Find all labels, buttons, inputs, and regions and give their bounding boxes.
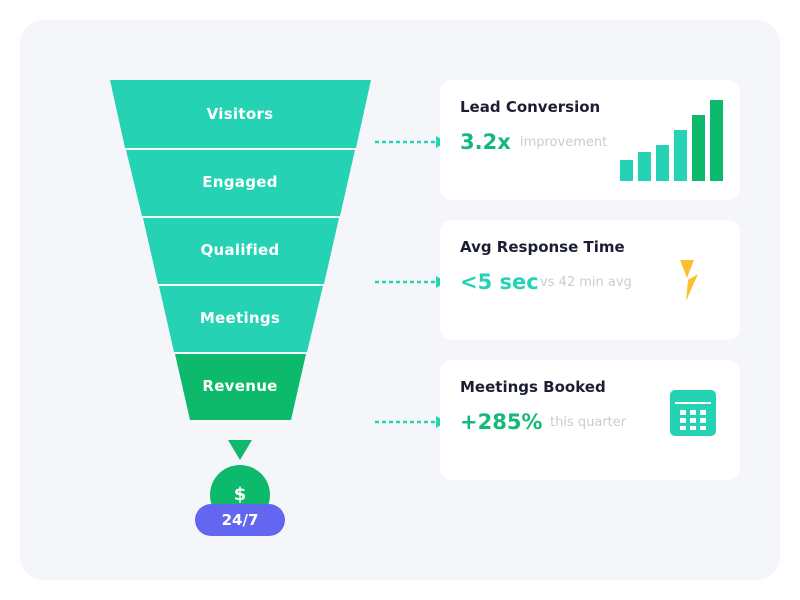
funnel-stage-visitors xyxy=(110,80,371,148)
connector-lead-conversion xyxy=(375,136,446,148)
card-response-time: Avg Response Time <5 sec vs 42 min avg xyxy=(440,220,740,340)
bar-chart-icon xyxy=(620,100,723,181)
funnel-stage-meetings xyxy=(159,286,323,352)
card-meetings-booked: Meetings Booked +285% this quarter xyxy=(440,360,740,480)
card-lead-conversion: Lead Conversion 3.2x improvement xyxy=(440,80,740,200)
metric-caption: vs 42 min avg xyxy=(540,275,632,290)
metric-caption: this quarter xyxy=(550,415,627,430)
stage-label-meetings: Meetings xyxy=(199,309,281,327)
calendar-icon xyxy=(670,390,716,436)
funnel-stage-revenue xyxy=(175,354,306,420)
lightning-icon xyxy=(680,260,698,301)
metric-caption: improvement xyxy=(520,135,608,150)
card-title: Avg Response Time xyxy=(460,238,625,256)
card-title: Meetings Booked xyxy=(460,378,606,396)
connector-meetings-booked xyxy=(375,416,446,428)
funnel-stage-engaged xyxy=(126,150,355,216)
always-on-badge: 24/7 xyxy=(195,504,285,536)
stage-label-revenue: Revenue xyxy=(202,377,278,395)
metric-value: <5 sec xyxy=(460,270,539,294)
stage-label-qualified: Qualified xyxy=(200,241,280,259)
metric-value: +285% xyxy=(460,410,543,434)
funnel-stage-qualified xyxy=(143,218,339,284)
down-arrow-icon xyxy=(228,440,252,460)
stage-label-engaged: Engaged xyxy=(202,173,278,191)
stage-label-visitors: Visitors xyxy=(206,105,274,123)
card-title: Lead Conversion xyxy=(460,98,601,116)
dollar-symbol: $ xyxy=(233,484,247,505)
metric-value: 3.2x xyxy=(460,130,511,154)
connector-response-time xyxy=(375,276,446,288)
